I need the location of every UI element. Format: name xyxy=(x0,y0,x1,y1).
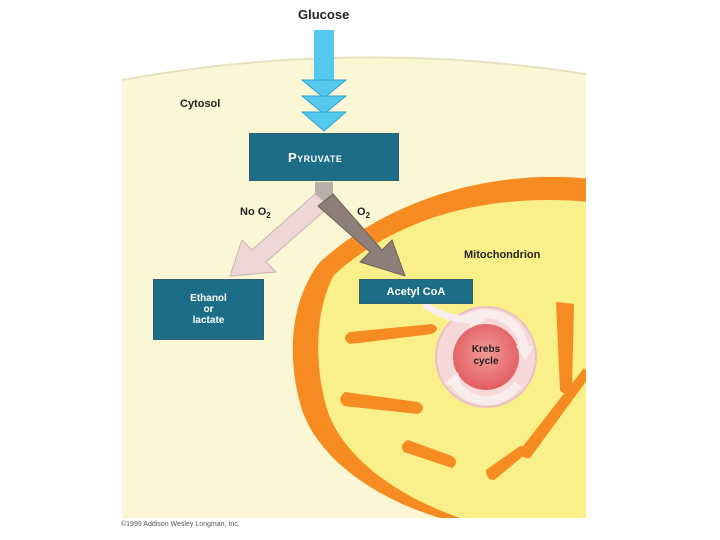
glucose-arrowhead xyxy=(300,79,348,99)
glucose-arrowhead xyxy=(300,111,348,132)
crista-fold xyxy=(556,302,574,394)
cell-membrane xyxy=(121,56,587,81)
acetyl-to-krebs-arrow xyxy=(421,301,475,324)
no-o2-arrow xyxy=(229,193,331,277)
crista-fold xyxy=(486,446,527,480)
fermentation-line-ethanol: Ethanol xyxy=(190,293,227,304)
fermentation-line-lactate: lactate xyxy=(192,315,225,326)
o2-text: O xyxy=(357,206,366,218)
no-o2-subscript: 2 xyxy=(266,211,271,221)
o2-arrow xyxy=(317,193,406,277)
o2-subscript: 2 xyxy=(365,211,371,221)
mitochondrion-label: Mitochondrion xyxy=(464,249,541,261)
krebs-cycle-arrowhead xyxy=(516,346,534,360)
krebs-line-1: Krebs xyxy=(471,344,501,355)
crista-fold xyxy=(345,324,437,344)
glucose-label: Glucose xyxy=(298,7,350,22)
cytosol-label: Cytosol xyxy=(180,98,221,110)
copyright-notice: ©1999 Addison Wesley Longman, Inc. xyxy=(121,521,240,528)
pyruvate-label: Pyruvate xyxy=(288,149,343,165)
crista-fold xyxy=(520,368,586,459)
krebs-cycle-label: Krebs cycle xyxy=(459,344,513,368)
fermentation-products-box: Ethanol or lactate xyxy=(153,279,264,340)
acetyl-coa-label: Acetyl CoA xyxy=(386,285,446,298)
acetyl-to-krebs-arrowhead xyxy=(470,312,486,328)
pyruvate-box: Pyruvate xyxy=(249,133,399,181)
no-o2-text: No O xyxy=(240,206,267,218)
krebs-cycle-arrowhead xyxy=(444,372,462,388)
crista-fold xyxy=(340,392,423,414)
krebs-cycle-core xyxy=(453,324,519,390)
krebs-line-2: cycle xyxy=(473,356,499,367)
no-o2-label: No O2 xyxy=(240,206,271,220)
acetyl-coa-box: Acetyl CoA xyxy=(359,279,473,304)
glucose-arrow-shaft xyxy=(314,30,334,86)
o2-label: O2 xyxy=(357,206,370,220)
glucose-arrowhead xyxy=(300,95,348,115)
fermentation-line-or: or xyxy=(203,304,214,315)
crista-fold xyxy=(401,440,456,468)
